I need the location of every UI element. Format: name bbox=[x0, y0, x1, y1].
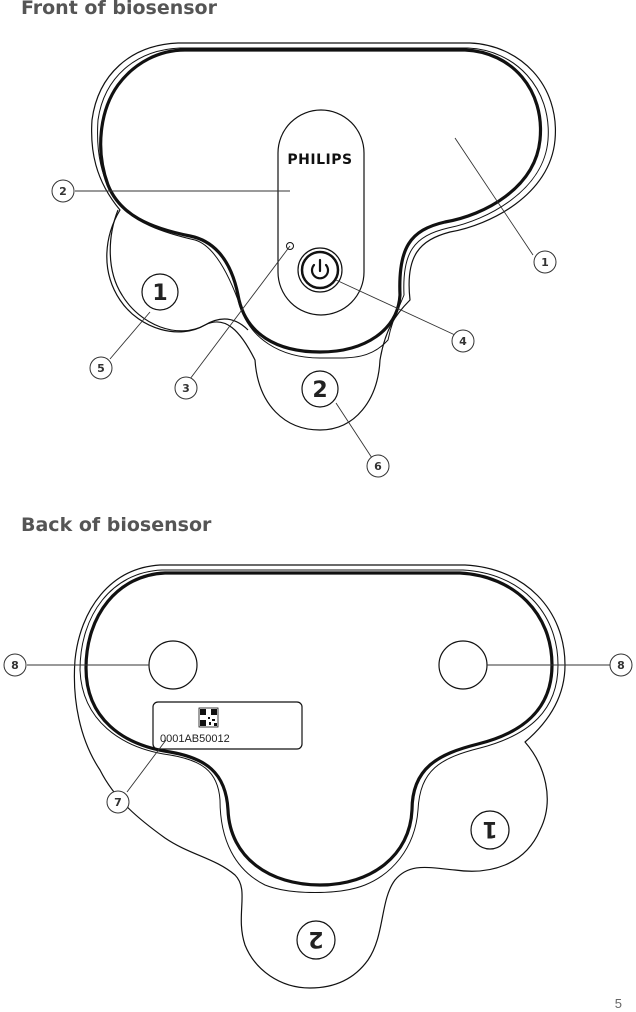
svg-text:8: 8 bbox=[11, 659, 19, 672]
svg-text:2: 2 bbox=[59, 185, 67, 198]
callout-6: 6 bbox=[366, 454, 390, 478]
callout-2: 2 bbox=[51, 179, 75, 203]
back-pad-1-ring bbox=[470, 810, 510, 850]
brand-logo: PHILIPS bbox=[287, 152, 352, 168]
electrode-left bbox=[148, 640, 198, 690]
qr-code-icon bbox=[198, 707, 219, 728]
serial-label-plate bbox=[152, 701, 303, 750]
front-pad-2-ring bbox=[301, 370, 339, 408]
front-pad-2-number: 2 bbox=[312, 378, 327, 403]
front-pad-1-ring bbox=[141, 273, 179, 311]
front-button-housing bbox=[277, 109, 365, 316]
front-biosensor bbox=[91, 42, 556, 431]
electrode-right bbox=[438, 640, 488, 690]
front-pad-left bbox=[109, 209, 249, 332]
power-button[interactable] bbox=[300, 250, 340, 290]
back-pad-2-ring bbox=[296, 920, 336, 960]
callout-8-right: 8 bbox=[609, 653, 633, 677]
back-callouts: 7 8 8 bbox=[3, 653, 633, 814]
back-biosensor bbox=[73, 564, 566, 989]
back-leader-lines bbox=[27, 664, 610, 793]
callout-1: 1 bbox=[533, 250, 557, 274]
svg-text:4: 4 bbox=[459, 335, 467, 348]
power-icon bbox=[310, 258, 330, 280]
front-inner-outline bbox=[97, 47, 549, 359]
back-pad-1-number: 1 bbox=[482, 816, 497, 841]
back-heading: Back of biosensor bbox=[21, 514, 212, 536]
callout-7: 7 bbox=[106, 790, 130, 814]
front-outer-outline bbox=[91, 42, 556, 431]
front-callouts: 1 2 3 4 5 6 bbox=[51, 179, 557, 478]
svg-text:8: 8 bbox=[617, 659, 625, 672]
svg-text:5: 5 bbox=[97, 362, 105, 375]
power-button-outer[interactable] bbox=[297, 247, 343, 293]
serial-number: 0001AB50012 bbox=[160, 733, 230, 745]
front-heading: Front of biosensor bbox=[21, 0, 217, 19]
front-pad-1-number: 1 bbox=[152, 281, 167, 306]
back-inner-outline bbox=[79, 569, 559, 893]
page-number: 5 bbox=[614, 996, 622, 1011]
led-indicator bbox=[286, 242, 294, 250]
svg-text:1: 1 bbox=[541, 256, 549, 269]
callout-3: 3 bbox=[174, 376, 198, 400]
back-body-outline bbox=[84, 571, 554, 887]
front-body-outline bbox=[99, 48, 543, 354]
back-outer-outline bbox=[73, 564, 566, 989]
front-leader-lines bbox=[75, 137, 534, 459]
svg-text:6: 6 bbox=[374, 460, 382, 473]
callout-5: 5 bbox=[89, 356, 113, 380]
callout-4: 4 bbox=[451, 329, 475, 353]
callout-8-left: 8 bbox=[3, 653, 27, 677]
back-pad-2-number: 2 bbox=[308, 926, 323, 951]
svg-text:7: 7 bbox=[114, 796, 122, 809]
svg-text:3: 3 bbox=[182, 382, 190, 395]
